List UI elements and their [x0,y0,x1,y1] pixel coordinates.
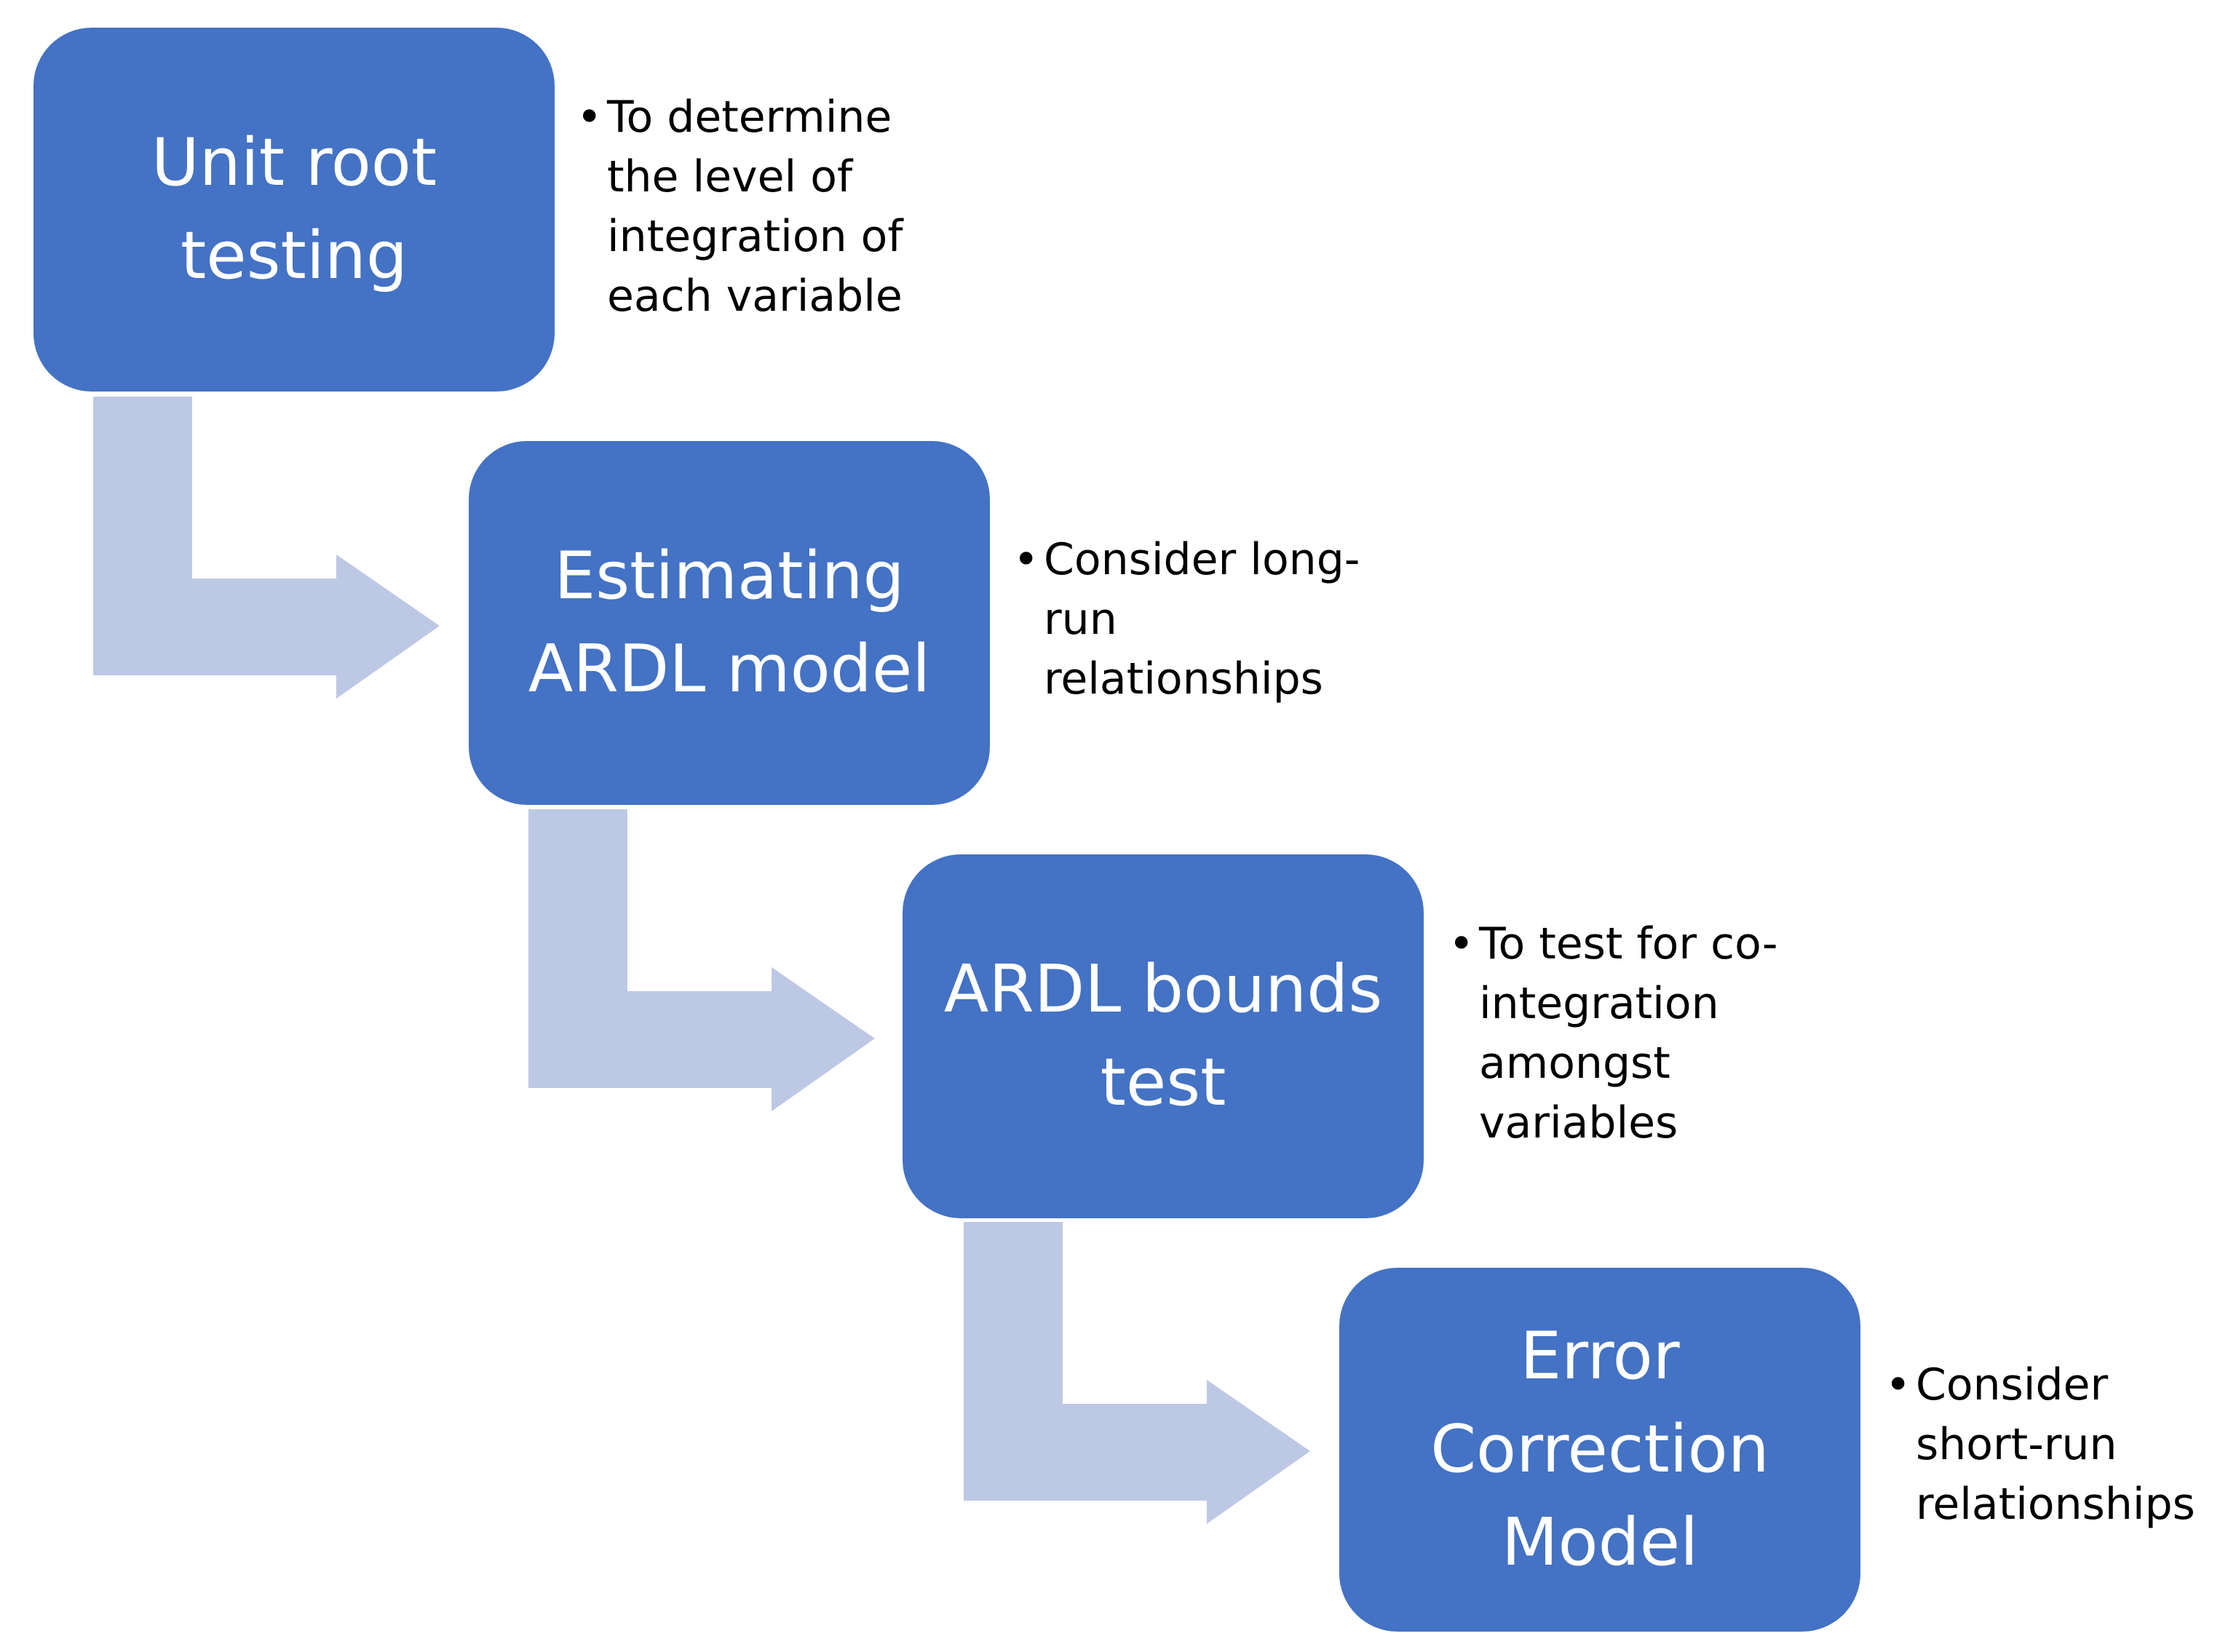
step-label: Error Correction Model [1430,1318,1769,1581]
step-note-text: To test for co-integration amongst varia… [1479,918,1778,1148]
step-note-unit-root-testing: • To determine the level of integration … [576,87,955,326]
step-box-estimating-ardl-model: Estimating ARDL model [469,441,990,805]
bullet-icon: • [1013,534,1039,585]
bullet-icon: • [576,92,603,143]
arrow-step-2-to-3 [528,809,875,1111]
bullet-icon: • [1885,1359,1911,1410]
arrow-step-1-to-2 [93,397,440,699]
step-note-text: Consider long-run relationships [1044,534,1360,704]
arrow-step-3-to-4 [964,1222,1310,1524]
bullet-icon: • [1448,918,1475,969]
step-note-ardl-bounds-test: • To test for co-integration amongst var… [1448,914,1827,1153]
step-box-error-correction-model: Error Correction Model [1339,1268,1860,1632]
step-note-text: To determine the level of integration of… [607,92,903,322]
step-label: Unit root testing [151,124,437,294]
step-label: ARDL bounds test [943,951,1383,1121]
step-note-text: Consider short-run relationships [1916,1359,2195,1530]
step-box-unit-root-testing: Unit root testing [33,28,555,392]
step-box-ardl-bounds-test: ARDL bounds test [903,854,1424,1218]
step-note-error-correction-model: • Consider short-run relationships [1885,1355,2227,1534]
step-label: Estimating ARDL model [528,538,931,707]
step-note-estimating-ardl-model: • Consider long-run relationships [1013,530,1392,709]
